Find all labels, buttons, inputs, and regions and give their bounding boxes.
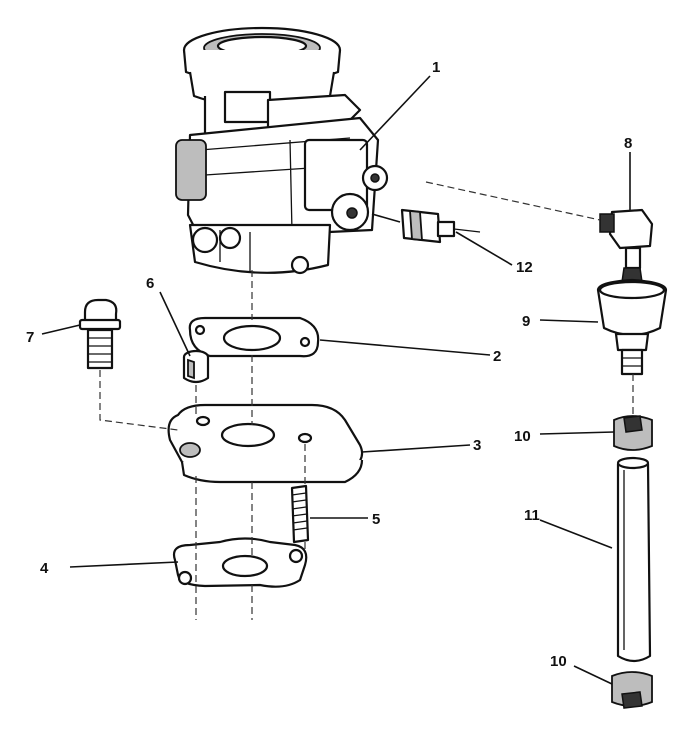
callout-10-upper: 10	[514, 428, 531, 445]
callout-10-lower: 10	[550, 653, 567, 670]
callout-11: 11	[524, 507, 540, 524]
lower-gasket	[172, 537, 308, 588]
callout-7: 7	[26, 329, 34, 346]
upper-gasket	[188, 316, 320, 358]
alignment-lines	[99, 181, 634, 620]
fuel-hose	[616, 456, 652, 663]
callout-4: 4	[40, 560, 49, 577]
inlet-filter	[371, 208, 481, 244]
clamp-lower	[611, 671, 653, 709]
callout-3: 3	[473, 437, 481, 454]
leader-lines	[41, 75, 631, 685]
callout-12: 12	[516, 259, 533, 276]
callout-2: 2	[493, 348, 501, 365]
nut	[182, 349, 210, 384]
spacer-plate	[167, 403, 364, 484]
callout-8: 8	[624, 135, 632, 152]
fitting	[599, 208, 654, 270]
fuel-filter	[596, 267, 668, 376]
bolt	[78, 298, 122, 370]
callout-9: 9	[522, 313, 530, 330]
callout-5: 5	[372, 511, 380, 528]
stud	[290, 484, 310, 544]
callout-6: 6	[146, 275, 154, 292]
clamp-upper	[613, 415, 653, 451]
callout-1: 1	[432, 59, 440, 76]
callout-labels: 1 2 3 4 5 6 7 8 9 10 11 10 12	[26, 59, 632, 670]
carburetor	[175, 26, 389, 275]
